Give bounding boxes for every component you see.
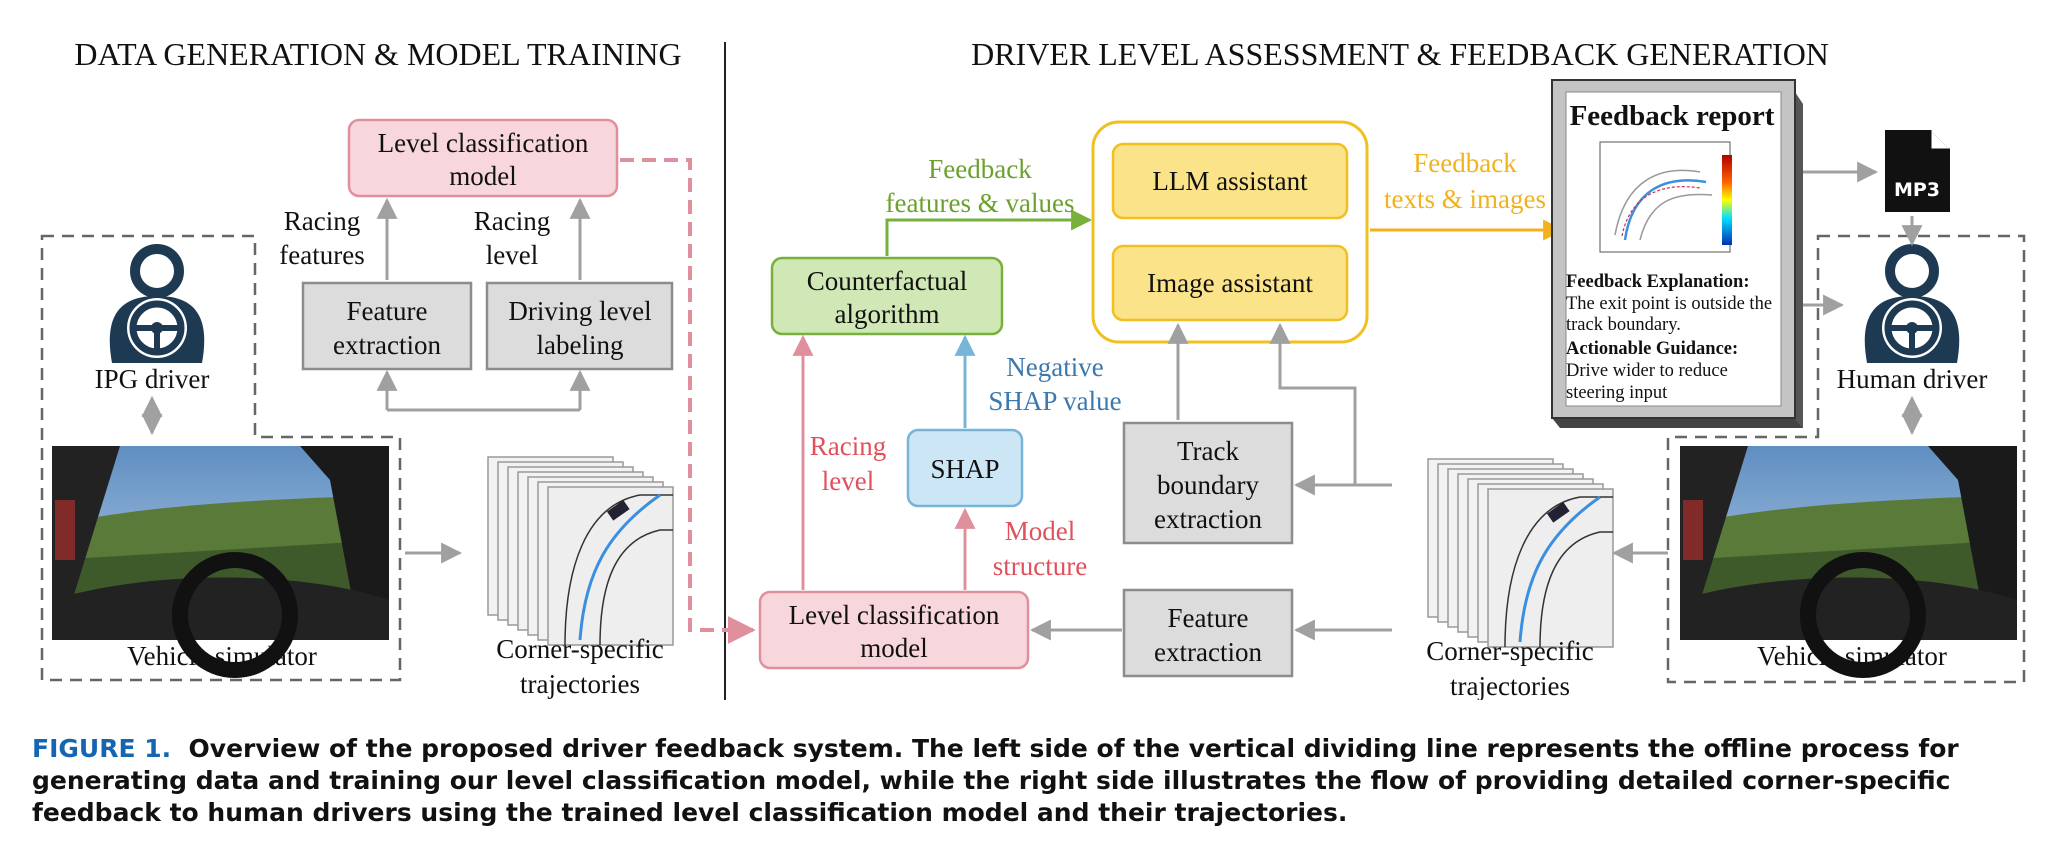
report-plot-frame — [1599, 141, 1731, 253]
left-level-classification-line2: model — [449, 161, 517, 191]
right-simulator-boundary — [1666, 234, 2026, 684]
report-guidance-line1: Drive wider to reduce — [1566, 361, 1728, 381]
right-racing-level-label-line1: Racing — [810, 431, 886, 461]
human-driver-label: Human driver — [1837, 364, 1988, 394]
right-level-classification-line1: Level classification — [789, 600, 1000, 630]
report-guidance-heading: Actionable Guidance: — [1566, 339, 1738, 359]
counterfactual-box — [770, 256, 1004, 336]
negative-shap-label-line1: Negative — [1006, 352, 1103, 382]
left-simulator-image — [52, 446, 389, 678]
counterfactual-to-assistants-arrow — [885, 209, 1093, 256]
human-driver-icon — [1864, 244, 1960, 363]
image-assistant-box — [1111, 244, 1349, 322]
left-racing-features-label-line1: Racing — [284, 206, 360, 236]
model-transfer-arrow — [620, 158, 756, 644]
system-diagram: DATA GENERATION & MODEL TRAINING DRIVER … — [40, 36, 2026, 700]
left-feature-extraction-box — [301, 281, 473, 371]
left-simulator-label: Vehicle simulator — [127, 641, 317, 671]
track-boundary-box — [1122, 421, 1294, 545]
mp3-label: MP3 — [1894, 179, 1940, 201]
right-racing-level-label-line2: level — [822, 466, 874, 496]
figure-caption-label: FIGURE 1. — [32, 734, 172, 763]
left-trajectory-stack — [487, 456, 674, 646]
figure-caption: FIGURE 1. Overview of the proposed drive… — [32, 733, 2032, 829]
right-feature-extraction-line2: extraction — [1154, 637, 1262, 667]
ipg-driver-icon — [109, 244, 205, 363]
right-trajectory-stack — [1427, 458, 1614, 648]
feedback-texts-label-line1: Feedback — [1413, 148, 1517, 178]
ipg-driver-label: IPG driver — [95, 364, 210, 394]
track-boundary-line1: Track — [1177, 436, 1240, 466]
left-simulator-boundary — [40, 234, 402, 682]
report-explanation-line2: track boundary. — [1566, 315, 1681, 335]
counterfactual-line2: algorithm — [835, 299, 940, 329]
figure-caption-text: Overview of the proposed driver feedback… — [32, 734, 1959, 827]
trajectories-to-image-assistant-arrow — [1269, 322, 1357, 485]
left-driving-level-labeling-line2: labeling — [537, 330, 624, 360]
model-structure-label-line2: structure — [993, 551, 1087, 581]
shap-box — [906, 428, 1024, 508]
feedback-features-label-line2: features & values — [886, 188, 1075, 218]
report-explanation-line1: The exit point is outside the — [1566, 294, 1772, 314]
report-guidance-line2: steering input — [1566, 383, 1668, 403]
right-feature-extraction-line1: Feature — [1168, 603, 1249, 633]
report-colorbar — [1722, 155, 1732, 245]
track-boundary-line2: boundary — [1157, 470, 1259, 500]
track-boundary-line3: extraction — [1154, 504, 1262, 534]
left-section-title: DATA GENERATION & MODEL TRAINING — [74, 36, 681, 72]
left-racing-features-label-line2: features — [279, 240, 364, 270]
model-structure-label-line1: Model — [1005, 516, 1076, 546]
right-trajectories-label-line2: trajectories — [1450, 671, 1570, 700]
mp3-file-icon — [1885, 130, 1950, 212]
image-assistant-label: Image assistant — [1147, 268, 1313, 298]
report-title: Feedback report — [1570, 100, 1775, 132]
left-trajectories-label-line2: trajectories — [520, 669, 640, 699]
right-level-classification-line2: model — [860, 633, 928, 663]
llm-assistant-box — [1111, 142, 1349, 220]
right-trajectories-label-line1: Corner-specific — [1426, 636, 1593, 666]
right-simulator-label: Vehicle simulator — [1757, 641, 1947, 671]
left-level-classification-line1: Level classification — [378, 128, 589, 158]
left-level-classification-box — [347, 118, 619, 198]
negative-shap-label-line2: SHAP value — [988, 386, 1121, 416]
left-trajectories-branch-line — [387, 372, 582, 412]
right-feature-extraction-box — [1122, 588, 1294, 678]
left-racing-level-label-line2: level — [486, 240, 538, 270]
feedback-texts-label-line2: texts & images — [1384, 184, 1546, 214]
counterfactual-line1: Counterfactual — [807, 266, 967, 296]
right-level-classification-box — [758, 590, 1030, 670]
llm-assistant-label: LLM assistant — [1152, 166, 1308, 196]
report-explanation-heading: Feedback Explanation: — [1566, 272, 1749, 292]
left-feature-extraction-line1: Feature — [347, 296, 428, 326]
left-feature-extraction-line2: extraction — [333, 330, 441, 360]
left-racing-level-label-line1: Racing — [474, 206, 550, 236]
shap-label: SHAP — [930, 454, 999, 484]
left-trajectories-label-line1: Corner-specific — [496, 634, 663, 664]
left-driving-level-labeling-box — [485, 281, 674, 371]
feedback-features-label-line1: Feedback — [928, 154, 1032, 184]
feedback-report — [1551, 79, 1803, 428]
right-section-title: DRIVER LEVEL ASSESSMENT & FEEDBACK GENER… — [971, 36, 1829, 72]
left-driving-level-labeling-line1: Driving level — [508, 296, 651, 326]
right-simulator-image — [1680, 446, 2017, 678]
